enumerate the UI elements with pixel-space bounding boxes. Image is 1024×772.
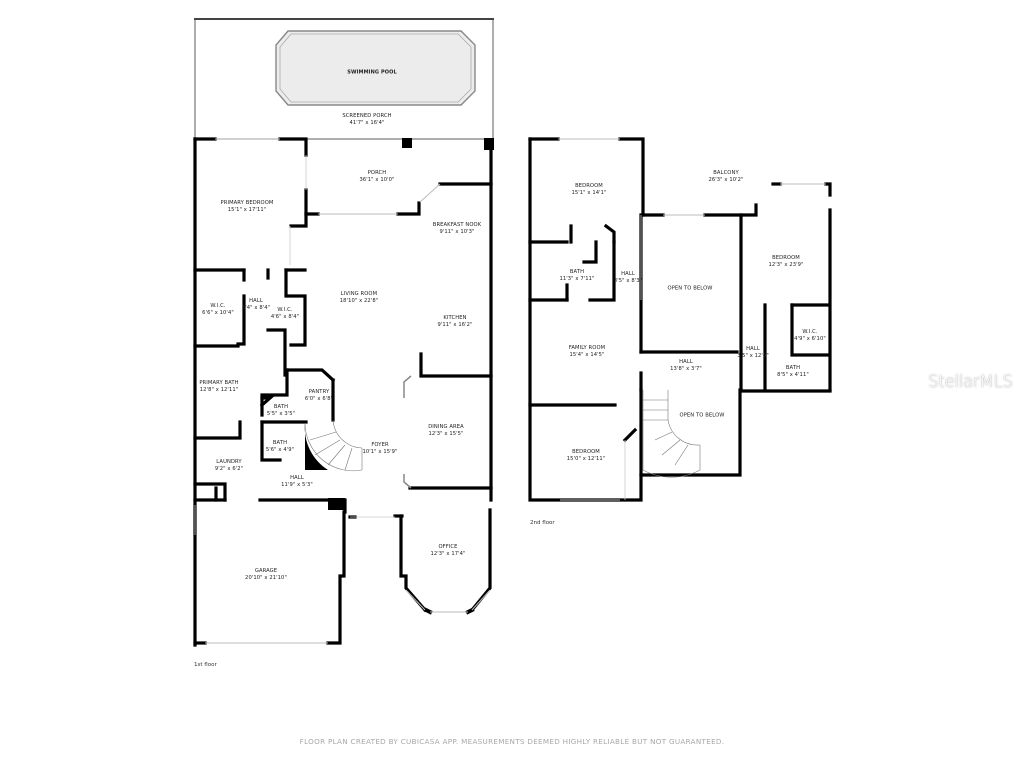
room-wic-1: W.I.C.6'6" x 10'4" bbox=[202, 303, 234, 316]
room-wic-3: W.I.C.4'9" x 6'10" bbox=[794, 329, 826, 342]
room-swimming-pool: SWIMMING POOL bbox=[347, 69, 397, 76]
room-wic-2: W.I.C.4'6" x 8'4" bbox=[270, 307, 300, 320]
disclaimer-footer: FLOOR PLAN CREATED BY CUBICASA APP. MEAS… bbox=[299, 737, 725, 746]
room-open-to-below-1: OPEN TO BELOW bbox=[667, 285, 713, 292]
watermark-logo: StellarMLS bbox=[928, 372, 1013, 392]
floor-caption-2nd: 2nd floor bbox=[530, 520, 555, 526]
floor-caption-1st: 1st floor bbox=[194, 662, 217, 668]
room-open-to-below-2: OPEN TO BELOW bbox=[679, 412, 725, 419]
